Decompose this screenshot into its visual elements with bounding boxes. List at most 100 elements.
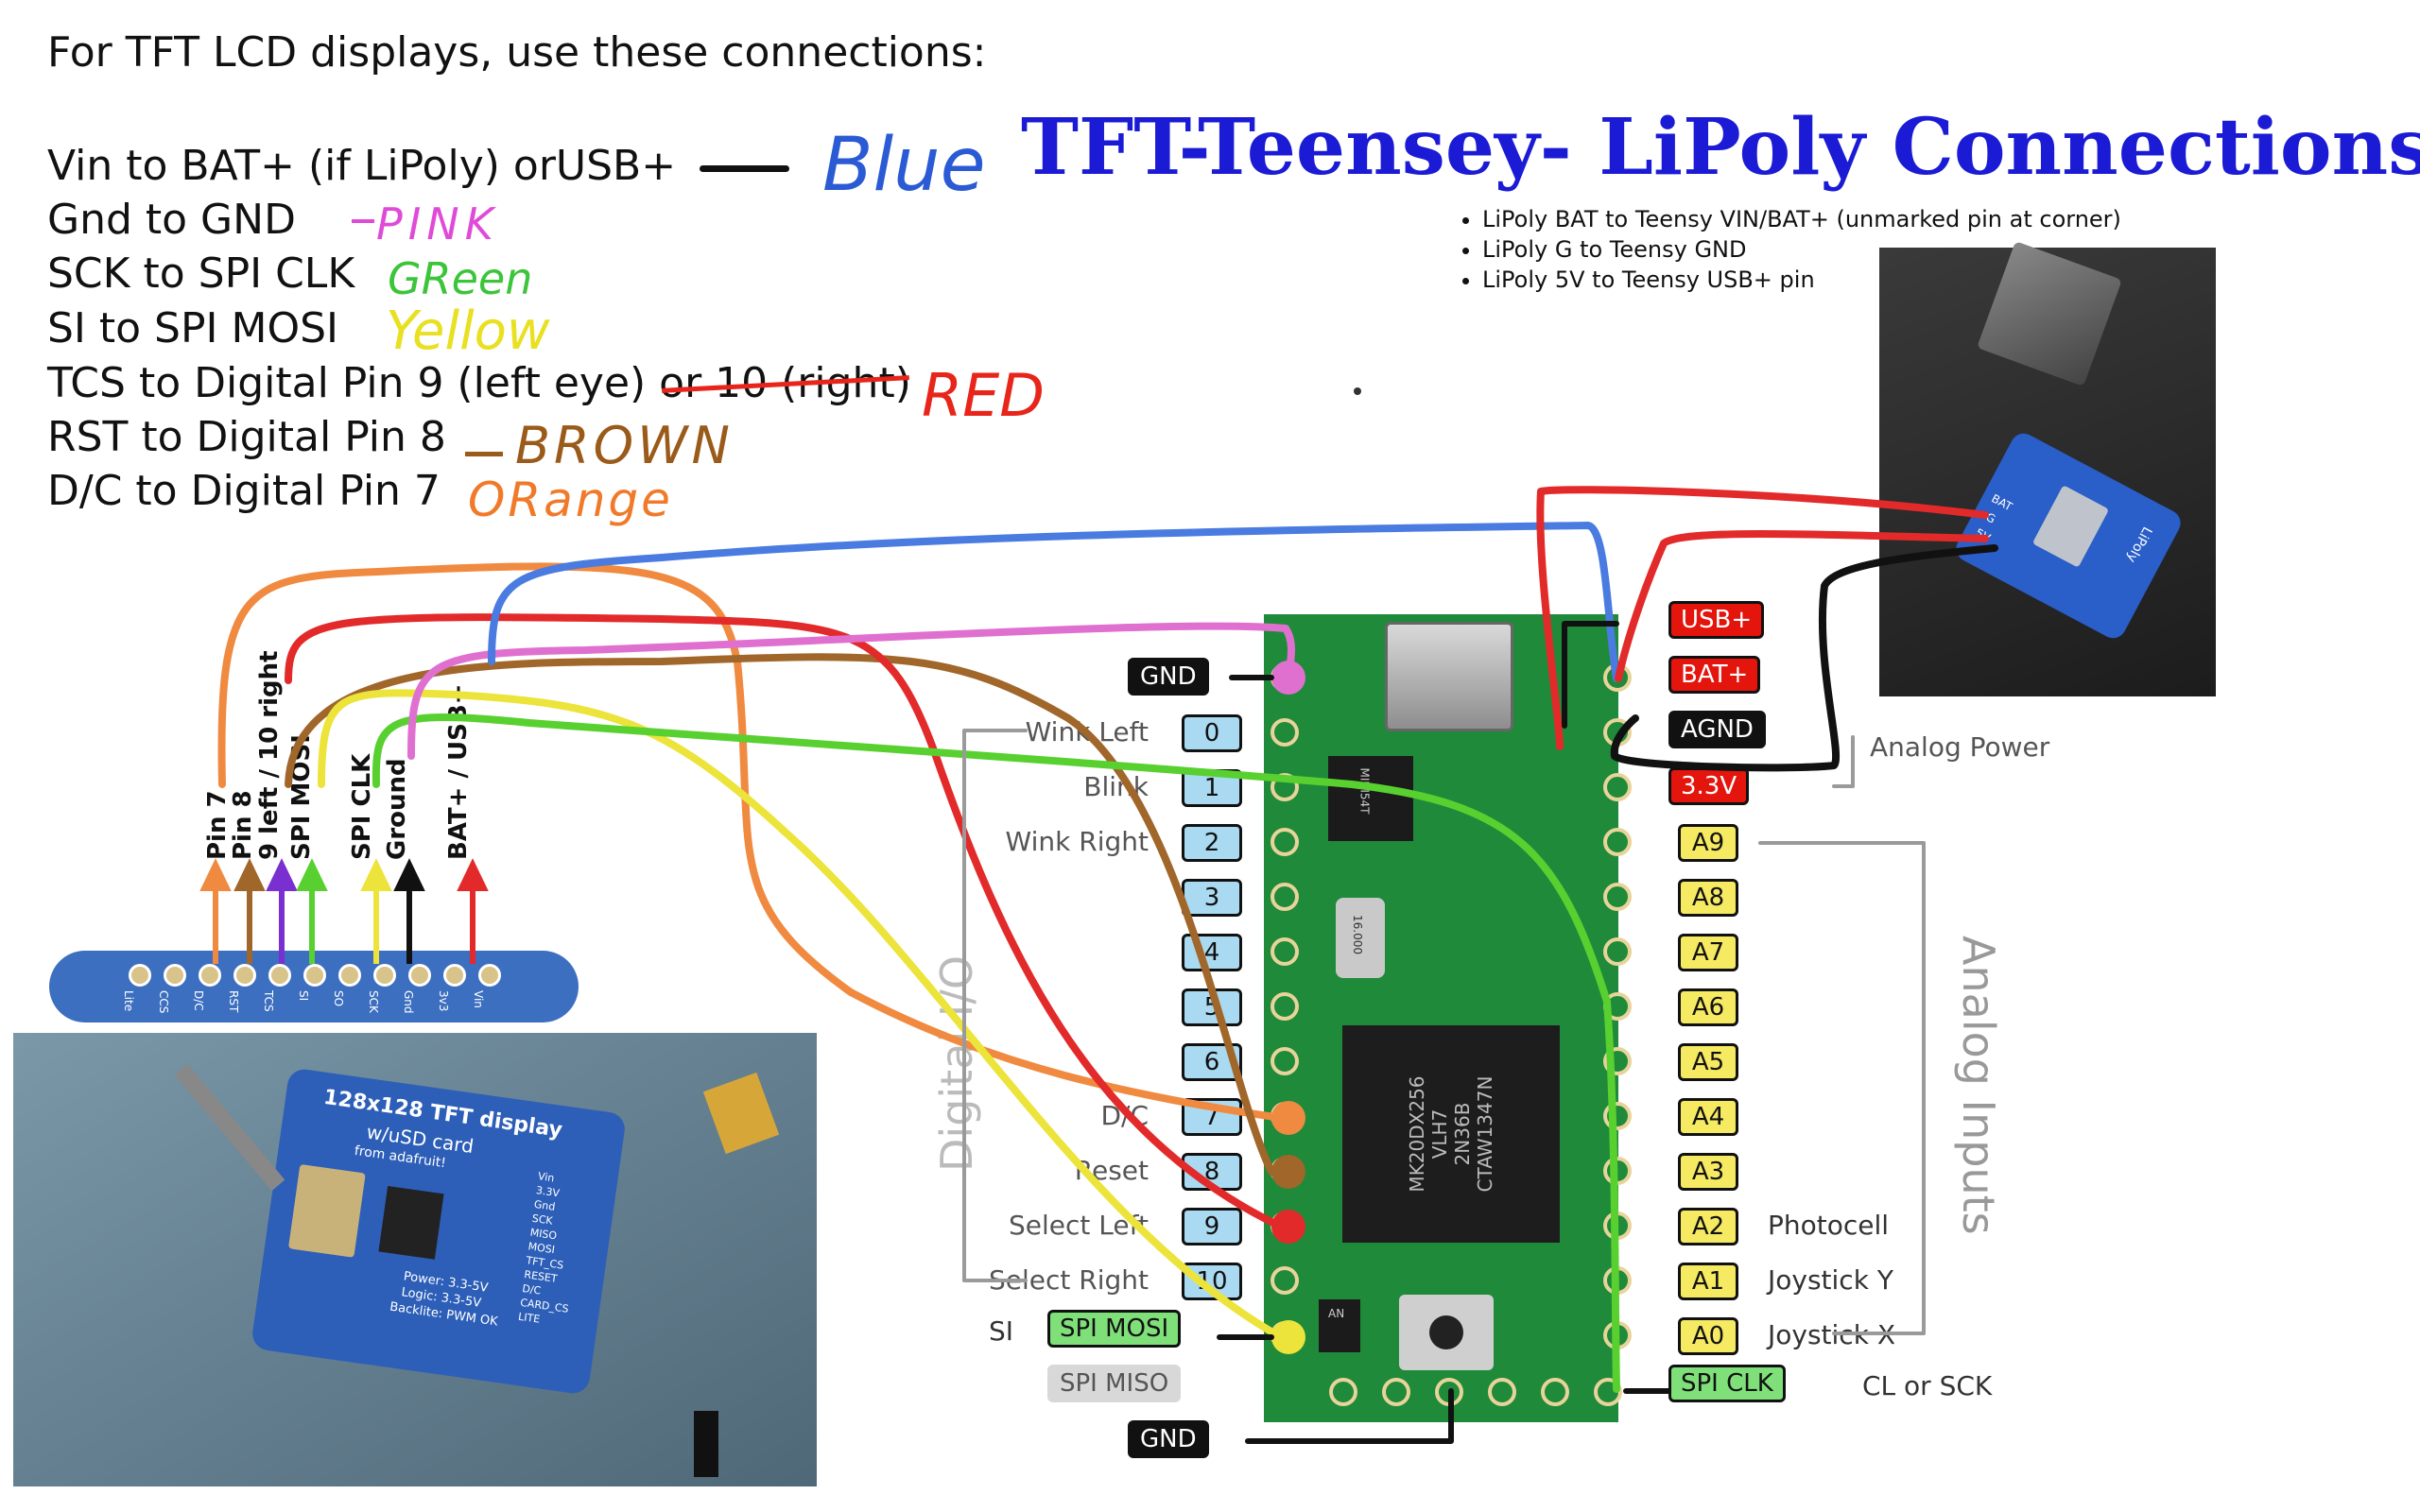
teensy-pad [1270, 1266, 1299, 1295]
analog-pin-A7-label: A7 [1678, 934, 1738, 971]
instruction-vin: Vin to BAT+ (if LiPoly) orUSB+ [47, 142, 677, 190]
arrow-sck [360, 858, 392, 964]
analog-pin-A2-label: A2 [1678, 1208, 1738, 1246]
tft-header-pin [303, 964, 326, 987]
lipoly-note: LiPoly BAT to Teensy VIN/BAT+ (unmarked … [1482, 206, 2121, 232]
digital-pin-0-label: 0 [1182, 714, 1242, 752]
tft-header-label: 9 left / 10 right [255, 650, 284, 860]
analog-power-label: Analog Power [1870, 731, 2050, 763]
spi-clk-label: SPI CLK [1668, 1365, 1786, 1402]
digital-pin-6-label: 6 [1182, 1043, 1242, 1081]
spi-mosi-label: SPI MOSI [1047, 1310, 1182, 1348]
analog-pin-function: Joystick X [1768, 1319, 1895, 1350]
teensy-pad [1603, 1266, 1632, 1295]
tft-header-label: BAT+ / USB+ [444, 683, 473, 860]
hand-dash-vin [700, 165, 789, 172]
usb-connector [1385, 622, 1513, 731]
teensy-pad [1603, 718, 1632, 747]
lipoly-pin-label: 5V [1973, 525, 1993, 545]
teensy-pad [1541, 1378, 1569, 1406]
agnd-label: AGND [1668, 711, 1766, 748]
wired-pad [1271, 1320, 1305, 1354]
main-title: TFT-Teensey- LiPoly Connections [1021, 102, 2420, 193]
lipoly-pin-label: G [1983, 509, 1998, 526]
cl-or-sck-label: CL or SCK [1862, 1370, 1993, 1401]
tweezers-image [174, 1063, 285, 1192]
teensy-pad [1270, 773, 1299, 801]
tft-header-pin-label: SCK [367, 990, 380, 1013]
bat-plus-label: BAT+ [1668, 656, 1761, 694]
arrow-tcs [266, 858, 298, 964]
tft-header-pin-label: D/C [192, 990, 205, 1011]
digital-pin-4-label: 4 [1182, 934, 1242, 971]
teensy-pad [1603, 663, 1632, 692]
tft-header-pin [268, 964, 291, 987]
hand-label-brown: BROWN [515, 416, 734, 475]
tft-header-pin-label: SI [297, 990, 310, 1002]
teensy-pad [1329, 1378, 1357, 1406]
teensy-pad [1382, 1378, 1410, 1406]
teensy-pad [1603, 883, 1632, 911]
tft-header-pin-label: SO [332, 990, 345, 1007]
teensy-pad [1603, 828, 1632, 856]
tft-header-pin [478, 964, 501, 987]
component-image [702, 1072, 780, 1155]
tft-header-pin [233, 964, 256, 987]
digital-pin-1-label: 1 [1182, 769, 1242, 807]
teensy-pad [1603, 992, 1632, 1021]
wired-pad [1271, 1101, 1305, 1135]
tft-header-pin-label: RST [227, 990, 240, 1013]
lipoly-connector-image [2031, 485, 2110, 568]
tft-header-label: Ground [383, 758, 411, 860]
analog-pin-A9-label: A9 [1678, 824, 1738, 862]
instruction-gnd: Gnd to GND [47, 196, 296, 244]
digital-pin-7-label: 7 [1182, 1098, 1242, 1136]
tft-header-pin [129, 964, 151, 987]
teensy-pad [1435, 1378, 1463, 1406]
analog-pin-A8-label: A8 [1678, 879, 1738, 917]
teensy-pad [1270, 1047, 1299, 1075]
tft-header-pin-label: TCS [262, 990, 275, 1012]
tft-header-pin [199, 964, 221, 987]
digital-pin-3-label: 3 [1182, 879, 1242, 917]
digital-pin-function: Wink Right [1005, 826, 1149, 857]
program-button[interactable] [1399, 1295, 1494, 1370]
tft-header-pin-label: Lite [122, 990, 135, 1012]
analog-pin-function: Joystick Y [1768, 1264, 1893, 1296]
metal-clip-image [1977, 241, 2122, 387]
analog-pin-A4-label: A4 [1678, 1098, 1738, 1136]
tft-header-pin-label: 3v3 [437, 990, 450, 1012]
hand-dash-pink [352, 219, 374, 223]
connector-image [694, 1411, 718, 1477]
mk20-chip: MK20DX256 VLH7 2N36B CTAW1347N [1342, 1025, 1560, 1243]
hand-label-yellow: Yellow [386, 301, 550, 362]
lipoly-note: LiPoly 5V to Teensy USB+ pin [1482, 266, 2121, 293]
tft-header-pin [338, 964, 361, 987]
teensy-pad [1270, 828, 1299, 856]
instruction-sck: SCK to SPI CLK [47, 249, 355, 298]
teensy-pad [1603, 1157, 1632, 1185]
tft-header-label: SPI MOSI [287, 734, 316, 860]
digital-pin-function: D/C [1100, 1100, 1149, 1131]
instruction-rst: RST to Digital Pin 8 [47, 413, 446, 461]
digital-pin-function: Select Right [988, 1264, 1149, 1296]
hand-label-orange: ORange [468, 472, 673, 527]
tft-header-label: Pin 7 [203, 790, 232, 860]
hand-label-blue: Blue [822, 123, 986, 208]
tft-header-pin-label: Vin [472, 990, 485, 1008]
lipoly-photo: LiPoly BAT G 5V [1879, 241, 2216, 696]
teensy-pad [1603, 773, 1632, 801]
tft-header-pin [164, 964, 186, 987]
tft-board-image: 128x128 TFT display w/uSD card from adaf… [250, 1067, 628, 1396]
lipoly-notes: LiPoly BAT to Teensy VIN/BAT+ (unmarked … [1456, 206, 2121, 297]
analog-pin-A1-label: A1 [1678, 1263, 1738, 1300]
digital-io-label: Digital I/O [931, 954, 982, 1172]
instruction-dc: D/C to Digital Pin 7 [47, 467, 441, 515]
v33-label: 3.3V [1668, 767, 1750, 805]
analog-pin-A3-label: A3 [1678, 1153, 1738, 1191]
bracket-analog [1758, 841, 1926, 1335]
digital-pin-function: Blink [1083, 771, 1149, 802]
instruction-si: SI to SPI MOSI [47, 304, 338, 352]
chip-image [378, 1186, 444, 1260]
